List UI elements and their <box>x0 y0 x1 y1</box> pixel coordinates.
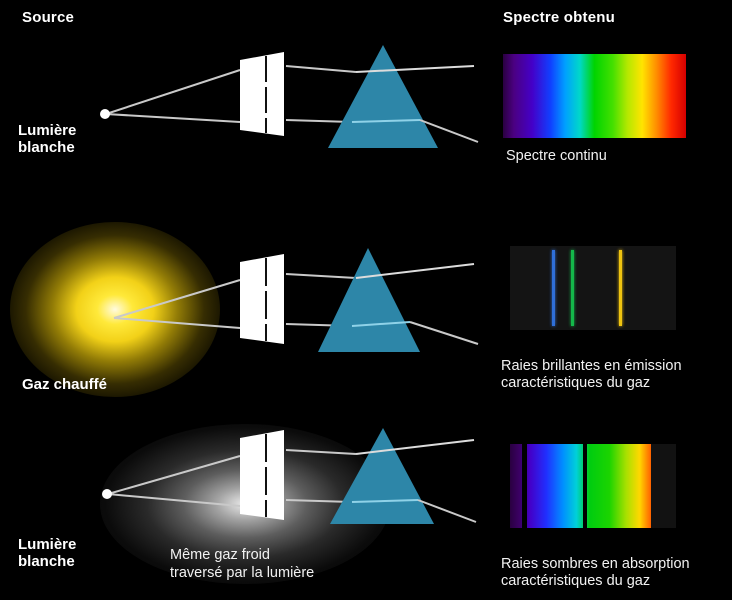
spectrum-continuous <box>503 54 686 138</box>
row-1-optics <box>100 45 479 148</box>
ray-internal-row3 <box>351 499 419 503</box>
spectrum-absorption-gradient <box>510 444 676 528</box>
caption-raies-absorption: Raies sombres en absorption caractéristi… <box>501 556 690 589</box>
ray-upper-to-prism-row3 <box>285 449 357 455</box>
slit-plate-row2 <box>240 254 284 344</box>
point-light-source-row3 <box>102 489 112 499</box>
source-label-white-light-2: Lumière blanche <box>18 536 77 570</box>
point-light-source-row1 <box>100 109 110 119</box>
absorption-dark-band-3 <box>651 444 676 528</box>
prism-row1 <box>328 45 438 148</box>
row-3-optics <box>102 428 477 524</box>
ray-upper-to-prism-row1 <box>285 65 357 73</box>
ray-lower-to-prism-row3 <box>285 499 353 503</box>
cold-gas-note: Même gaz froid traversé par la lumière <box>170 547 315 581</box>
ray-lower-incident-row2 <box>113 317 241 329</box>
ray-upper-exit-row3 <box>355 439 475 455</box>
caption-raies-emission: Raies brillantes en émission caractérist… <box>501 358 682 391</box>
absorption-dark-band-1 <box>522 444 527 528</box>
ray-lower-exit-row2 <box>409 321 479 345</box>
emission-yellow-line <box>618 250 622 326</box>
ray-upper-exit-row2 <box>355 263 475 279</box>
emission-green-line <box>571 250 575 326</box>
column-heading-source: Source <box>22 9 75 26</box>
caption-spectre-continu: Spectre continu <box>506 148 607 164</box>
prism-row3 <box>330 428 434 524</box>
ray-lower-incident-row1 <box>105 113 241 123</box>
emission-blue-line <box>552 250 556 326</box>
row-2-optics <box>113 248 479 352</box>
ray-upper-to-prism-row2 <box>285 273 357 279</box>
ray-upper-incident-row2 <box>113 279 241 319</box>
prism-row2 <box>318 248 420 352</box>
ray-lower-exit-row1 <box>419 119 479 143</box>
ray-internal-row2 <box>351 321 411 327</box>
column-heading-spectrum: Spectre obtenu <box>503 9 615 26</box>
spectrum-emission <box>510 246 676 330</box>
ray-lower-incident-row3 <box>107 493 241 507</box>
ray-internal-row1 <box>351 119 421 123</box>
ray-lower-to-prism-row1 <box>285 119 353 123</box>
slit-plate-row1 <box>240 52 284 136</box>
source-label-heated-gas: Gaz chauffé <box>22 376 108 393</box>
slit-plate-row3 <box>240 430 284 520</box>
ray-lower-exit-row3 <box>417 499 477 523</box>
absorption-dark-band-2 <box>583 444 588 528</box>
spectrum-absorption <box>510 444 676 528</box>
ray-upper-incident-row3 <box>107 455 241 495</box>
ray-upper-incident-row1 <box>105 69 241 115</box>
ray-upper-exit-row1 <box>355 65 475 73</box>
source-label-white-light-1: Lumière blanche <box>18 122 77 156</box>
spectrum-continuous-gradient <box>503 54 686 138</box>
